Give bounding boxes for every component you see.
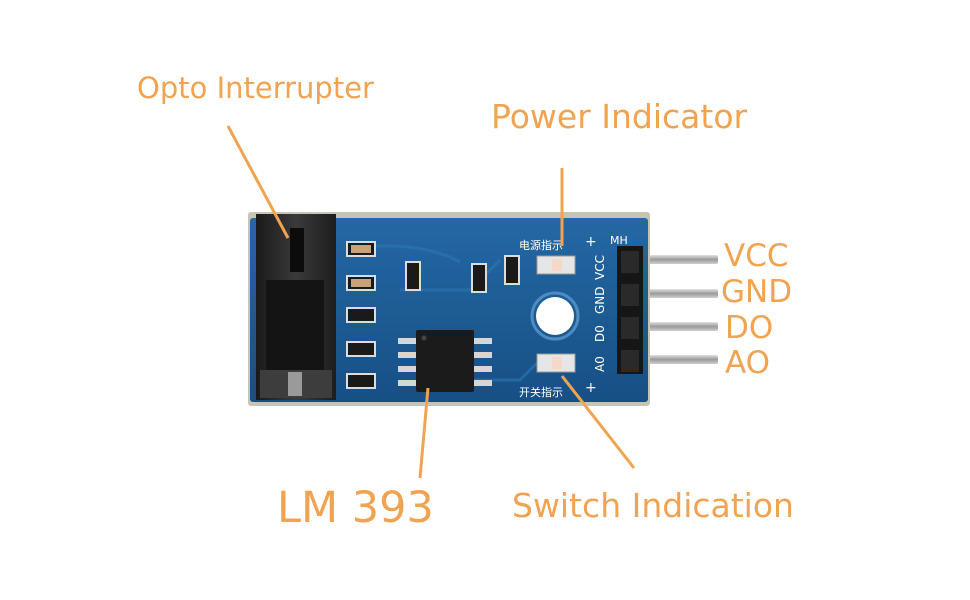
opto-interrupter-pointer [226,125,290,239]
header-pins [640,255,718,364]
callout-opto-interrupter: Opto Interrupter [137,71,374,105]
switch-led-silkscreen: 开关指示 [519,385,563,399]
callout-lm393: LM 393 [277,483,434,533]
pin-silkscreen-gnd: GND [593,286,607,314]
lm393-pointer [418,387,430,479]
lm393-chip [398,330,492,392]
resistor-r6 [504,255,520,285]
switch-indication-pointer [560,375,636,469]
pin-silkscreen-vcc: VCC [593,255,607,280]
header-silkscreen: MH [610,234,628,247]
pin-label-ao: AO [725,345,771,381]
pin-ao-lead [640,355,718,364]
callout-power-indicator: Power Indicator [491,97,748,136]
plus-silkscreen-bottom: + [585,380,597,396]
pin-label-gnd: GND [721,274,793,310]
resistor-r5 [471,263,487,293]
plus-silkscreen-top: + [585,234,597,250]
resistor-r2 [346,341,376,357]
header-housing [617,246,643,374]
pin-silkscreen-a0: A0 [593,356,607,372]
callout-switch-indication: Switch Indication [512,486,794,525]
pin-label-do: DO [725,310,774,346]
pin-label-vcc: VCC [724,238,789,274]
resistor-r4 [405,261,421,291]
opto-interrupter [256,214,336,400]
pin-silkscreen-d0: D0 [593,325,607,342]
pin-vcc-lead [640,255,718,264]
switch-led [536,353,576,373]
resistor-r3 [346,373,376,389]
resistor-r1 [346,307,376,323]
power-led [536,255,576,275]
mounting-hole [536,297,574,335]
smd-components [346,241,520,389]
callout-lines [226,125,636,479]
power-led-silkscreen: 电源指示 [519,238,563,252]
pin-gnd-lead [640,289,718,298]
pin-do-lead [640,322,718,331]
